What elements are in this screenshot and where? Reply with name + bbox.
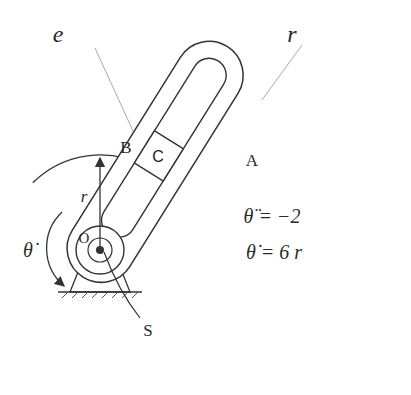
slider-label: C xyxy=(152,148,164,165)
diagram-label: S xyxy=(143,322,152,339)
diagram-label: θ̈ = −2 xyxy=(244,206,301,226)
leader-line xyxy=(104,252,140,318)
diagram-label: A xyxy=(246,152,258,169)
rotation-arrow xyxy=(47,212,64,286)
diagram-label: B xyxy=(120,139,131,156)
r-arrow xyxy=(99,158,100,246)
diagram-label: θ̇ = 6 r xyxy=(246,242,302,262)
ground xyxy=(58,291,142,293)
diagram-label: r xyxy=(81,188,88,205)
slotted-arm xyxy=(54,28,256,295)
ground-hatch xyxy=(62,292,138,298)
diagram-label: θ̇ xyxy=(23,240,33,260)
diagram-label: e xyxy=(53,22,64,46)
diagram-label: r xyxy=(287,22,296,46)
e-r-line xyxy=(262,45,302,100)
diagram-label: O xyxy=(79,231,90,246)
slider-block: C xyxy=(152,148,164,166)
